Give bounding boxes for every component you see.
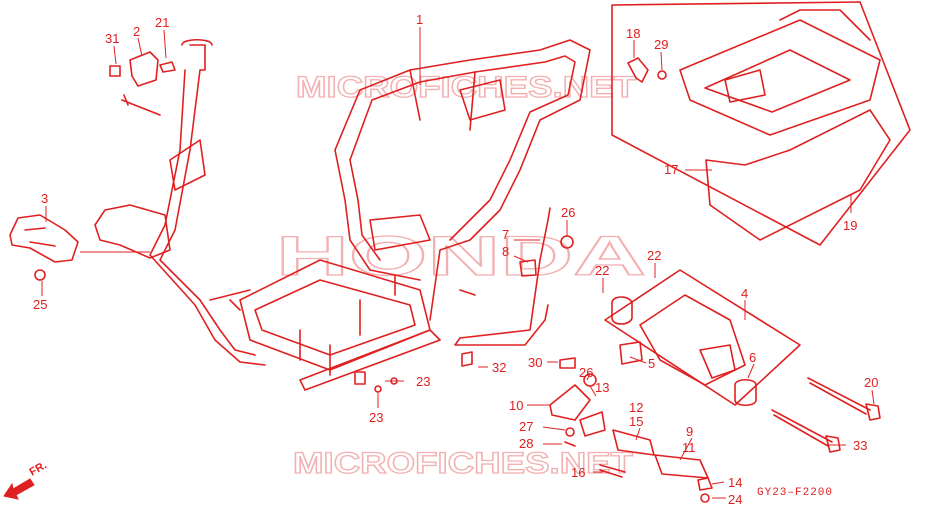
callout-7: 7 bbox=[502, 227, 509, 242]
callout-26-upper: 26 bbox=[561, 205, 575, 220]
callout-13: 13 bbox=[595, 380, 609, 395]
diagram-code: GY23–F2200 bbox=[757, 487, 833, 499]
callout-24: 24 bbox=[728, 492, 742, 507]
callout-4: 4 bbox=[741, 286, 748, 301]
callout-29: 29 bbox=[654, 37, 668, 52]
watermark-bottom: MICROFICHES.NET bbox=[293, 447, 633, 480]
callout-6: 6 bbox=[749, 350, 756, 365]
callout-28: 28 bbox=[519, 436, 533, 451]
callout-2: 2 bbox=[133, 24, 140, 39]
callout-9: 9 bbox=[686, 424, 693, 439]
callout-22-lower: 22 bbox=[595, 263, 609, 278]
callout-10: 10 bbox=[509, 398, 523, 413]
callout-31: 31 bbox=[105, 31, 119, 46]
callout-23-lower: 23 bbox=[369, 410, 383, 425]
callout-12: 12 bbox=[629, 400, 643, 415]
callout-23-right: 23 bbox=[416, 374, 430, 389]
leader-lines bbox=[41, 27, 875, 499]
callout-32: 32 bbox=[492, 360, 506, 375]
callout-5: 5 bbox=[648, 356, 655, 371]
stand-mount bbox=[604, 269, 801, 407]
callout-30: 30 bbox=[528, 355, 542, 370]
callout-14: 14 bbox=[728, 475, 742, 490]
callout-26-lower: 26 bbox=[579, 365, 593, 380]
front-direction-arrow: FR. bbox=[3, 459, 49, 500]
callout-25: 25 bbox=[33, 297, 47, 312]
callout-1: 1 bbox=[416, 12, 423, 27]
long-bolts bbox=[771, 377, 881, 453]
battery-box bbox=[611, 1, 911, 246]
callout-17: 17 bbox=[664, 162, 678, 177]
callout-8: 8 bbox=[502, 244, 509, 259]
callout-33: 33 bbox=[853, 438, 867, 453]
callout-15: 15 bbox=[629, 414, 643, 429]
callout-21: 21 bbox=[155, 15, 169, 30]
stay-rod bbox=[454, 207, 574, 367]
callout-16: 16 bbox=[571, 465, 585, 480]
nut-25-shape bbox=[34, 269, 46, 281]
callout-27: 27 bbox=[519, 419, 533, 434]
callout-11: 11 bbox=[682, 440, 696, 455]
callout-19: 19 bbox=[843, 218, 857, 233]
floor-bracket bbox=[9, 204, 171, 263]
upper-small-parts bbox=[109, 51, 176, 116]
clips-23 bbox=[354, 371, 398, 393]
front-direction-label: FR. bbox=[28, 459, 49, 478]
callout-22-upper: 22 bbox=[647, 248, 661, 263]
callout-3: 3 bbox=[41, 191, 48, 206]
callout-20: 20 bbox=[864, 375, 878, 390]
callout-18: 18 bbox=[626, 26, 640, 41]
watermark-center: HONDA bbox=[276, 224, 646, 287]
